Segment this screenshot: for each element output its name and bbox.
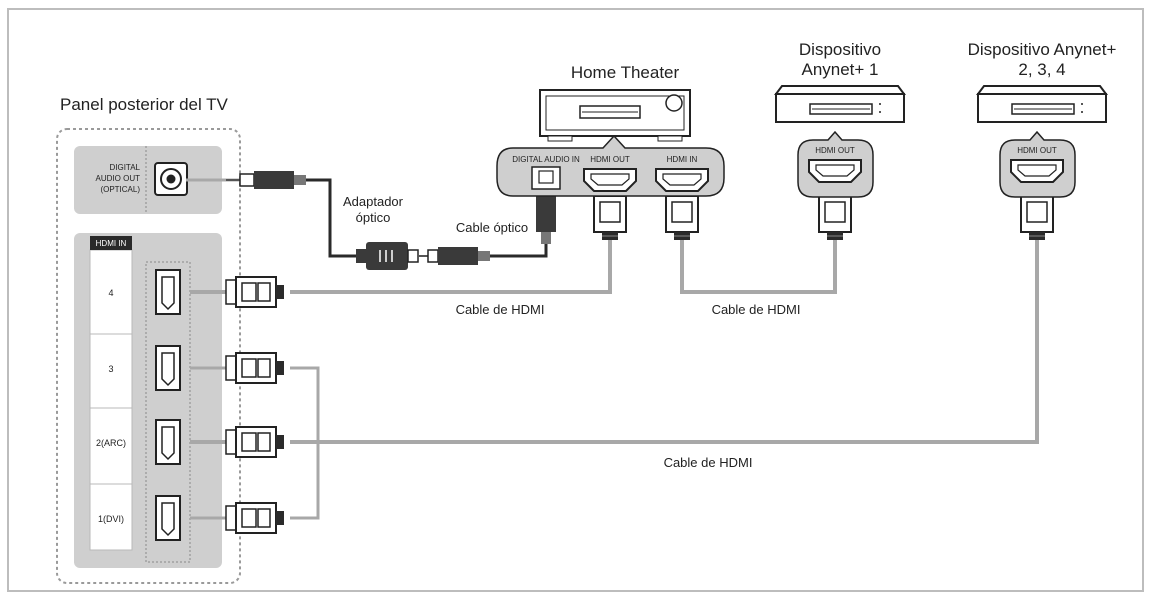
optical-adapter-label-line-2: óptico [356,210,391,225]
hdmi-cable-2 [680,240,837,294]
ht-hdmi-in-port[interactable] [655,168,709,192]
tv-hdmi-port-1dvi[interactable] [155,495,181,541]
ht-port-label-digital-audio-in: DIGITAL AUDIO IN [512,155,580,164]
ht-hdmi-out-port[interactable] [583,168,637,192]
tv-optical-label-2: AUDIO OUT [96,174,141,183]
tv-panel-outline [56,128,241,584]
ht-port-label-hdmi-in: HDMI IN [667,155,698,164]
device-1-hdmi-out-port[interactable] [808,159,862,183]
device-1-port-label: HDMI OUT [815,146,855,155]
hdmi-cable-3 [190,240,1039,444]
optical-cable-ht-segment [488,244,548,258]
device-2-title-line-2: 2, 3, 4 [1018,60,1065,79]
hdmi-plug-tv-2arc [225,426,285,458]
optical-adapter-label-line-1: Adaptador [343,194,404,209]
tv-hdmi-port-4[interactable] [155,269,181,315]
device-1-icon [774,85,906,123]
optical-adapter [356,242,419,270]
hdmi-cable-2-label: Cable de HDMI [712,302,801,317]
tv-panel-title: Panel posterior del TV [60,95,229,114]
tv-hdmi-port-label-3: 3 [108,364,113,374]
tv-hdmi-port-label-2arc: 2(ARC) [96,438,126,448]
device-2-hdmi-out-port[interactable] [1010,159,1064,183]
tv-optical-label-3: (OPTICAL) [100,185,140,194]
optical-cable-label: Cable óptico [456,220,528,235]
hdmi-cable-loop [190,366,320,520]
device-2-port-label: HDMI OUT [1017,146,1057,155]
tv-hdmi-port-label-4: 4 [108,288,113,298]
hdmi-plug-tv-1dvi [225,502,285,534]
hdmi-cable-1 [190,240,612,294]
tv-hdmi-in-label: HDMI IN [96,239,127,248]
hdmi-cable-3-label: Cable de HDMI [664,455,753,470]
device-1-title-line-2: Anynet+ 1 [801,60,878,79]
ht-port-label-hdmi-out: HDMI OUT [590,155,630,164]
optical-plug-adapter-side [418,247,490,265]
ht-digital-audio-in-port[interactable] [531,166,561,190]
home-theater-device-icon [539,89,691,142]
device-1-title-line-1: Dispositivo [799,40,881,59]
tv-hdmi-port-2arc[interactable] [155,419,181,465]
device-2-title-line-1: Dispositivo Anynet+ [968,40,1117,59]
optical-plug-tv [226,171,306,189]
hdmi-plug-tv-4 [225,276,285,308]
device-2-icon [976,85,1108,123]
diagram-frame [7,8,1144,592]
hdmi-plug-tv-3 [225,352,285,384]
tv-hdmi-port-label-1dvi: 1(DVI) [98,514,124,524]
tv-hdmi-port-3[interactable] [155,345,181,391]
home-theater-title: Home Theater [571,63,680,82]
tv-optical-label-1: DIGITAL [109,163,140,172]
tv-optical-port[interactable] [154,162,188,196]
hdmi-cable-1-label: Cable de HDMI [456,302,545,317]
